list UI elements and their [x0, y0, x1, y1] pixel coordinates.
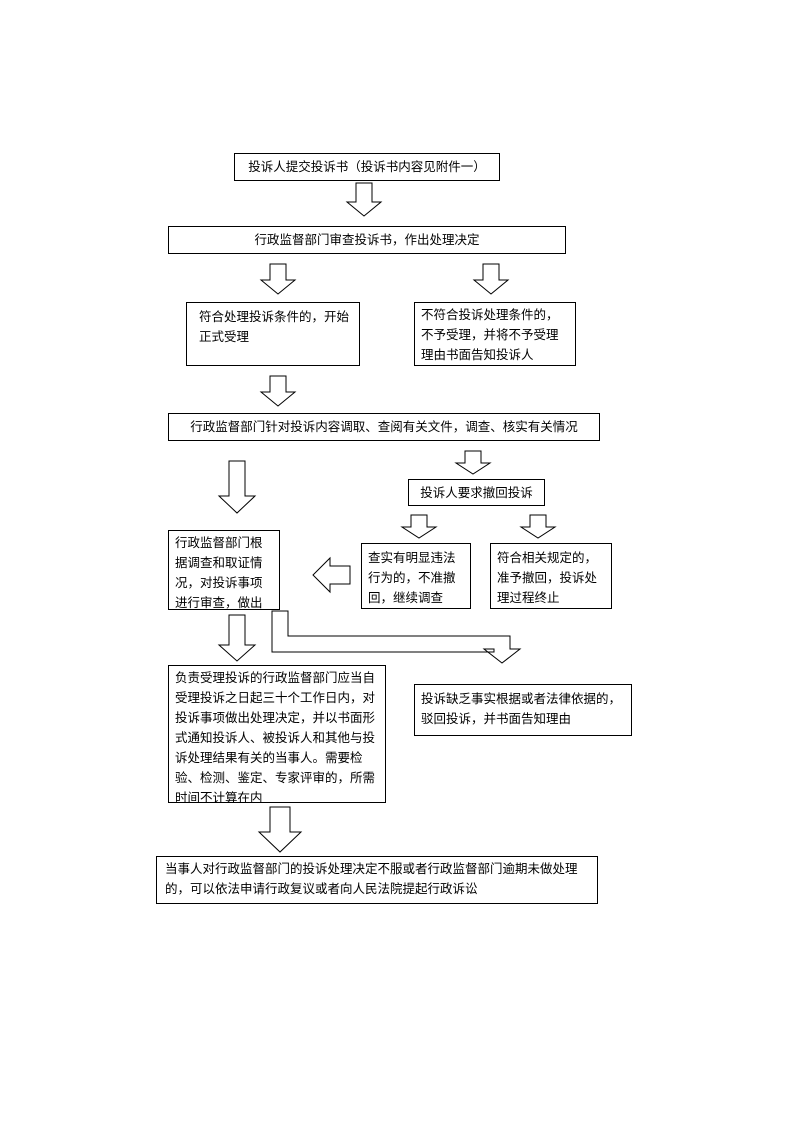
investigate-box: 行政监督部门针对投诉内容调取、查阅有关文件，调查、核实有关情况 [168, 413, 600, 441]
notify-box: 负责受理投诉的行政监督部门应当自受理投诉之日起三十个工作日内，对投诉事项做出处理… [168, 665, 386, 803]
dismiss-box: 投诉缺乏事实根据或者法律依据的，驳回投诉，并书面告知理由 [414, 684, 632, 736]
reject-complaint-box: 不符合投诉处理条件的，不予受理，并将不予受理理由书面告知投诉人 [414, 302, 576, 366]
arrow-investigate-to-withdraw [454, 450, 492, 475]
withdraw-request-box: 投诉人要求撤回投诉 [408, 479, 545, 506]
arrow-withdraw-to-allowed [519, 514, 557, 539]
appeal-box: 当事人对行政监督部门的投诉处理决定不服或者行政监督部门逾期未做处理的，可以依法申… [156, 856, 598, 904]
submit-complaint-box: 投诉人提交投诉书（投诉书内容见附件一） [234, 153, 500, 181]
arrow-withdraw-to-denied [400, 514, 438, 539]
arrow-review-to-accept [259, 263, 297, 295]
accept-complaint-box: 符合处理投诉条件的，开始正式受理 [186, 302, 360, 366]
review-complaint-box: 行政监督部门审查投诉书，作出处理决定 [168, 226, 566, 254]
arrow-notify-to-appeal [257, 806, 303, 853]
arrow-review-to-reject [472, 263, 510, 295]
arrow-denied-to-decide [312, 556, 351, 594]
arrow-decide-to-notify [217, 614, 257, 662]
withdraw-denied-box: 查实有明显违法行为的，不准撤回，继续调查 [361, 543, 471, 609]
decide-box: 行政监督部门根据调查和取证情况，对投诉事项进行审查，做出处理决定 [168, 530, 280, 610]
arrow-decide-to-dismiss [271, 610, 522, 664]
withdraw-allowed-box: 符合相关规定的，准予撤回，投诉处理过程终止 [490, 543, 612, 609]
arrow-investigate-to-decide [217, 460, 257, 514]
arrow-accept-to-investigate [259, 375, 297, 407]
arrow-submit-to-review [345, 182, 383, 217]
